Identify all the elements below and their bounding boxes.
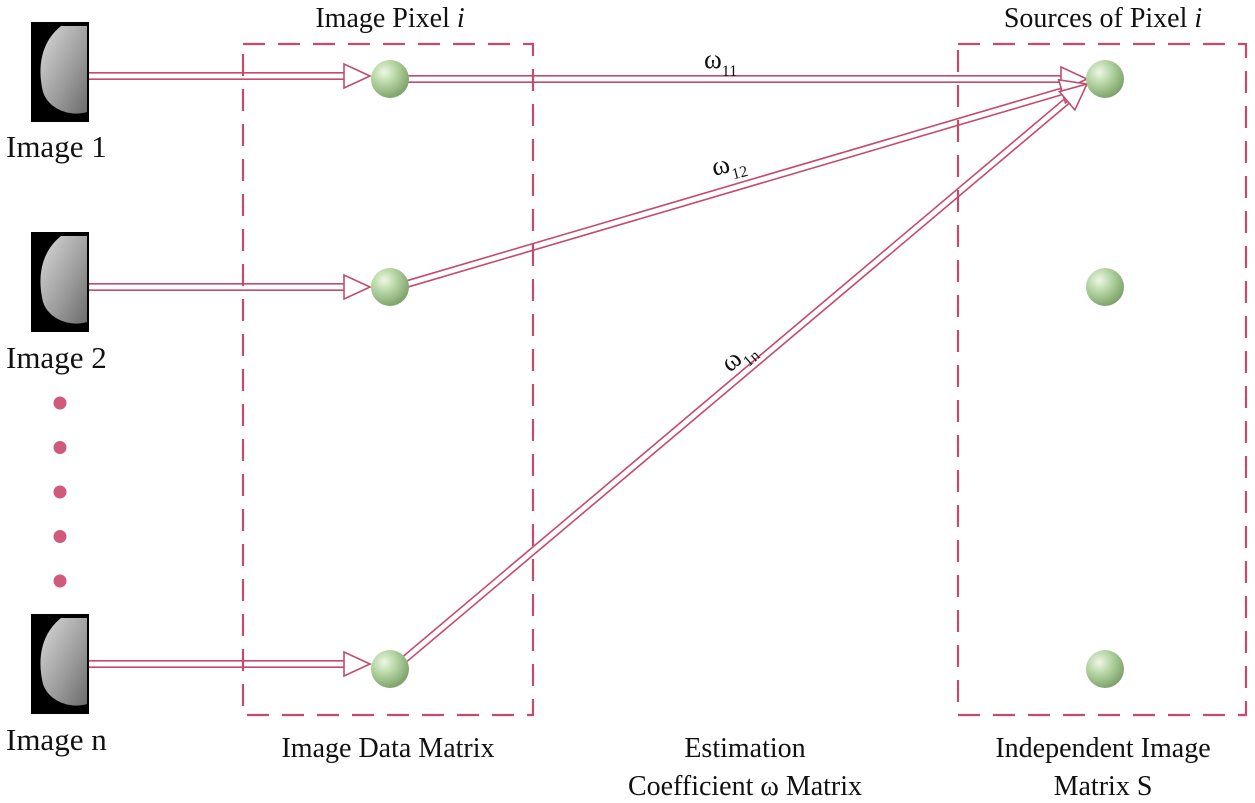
ellipsis-dot [53, 396, 67, 410]
independent-image-matrix-frame [956, 42, 1248, 717]
arrow-image2-to-pixel2 [89, 273, 372, 301]
image-pixel-header: Image Pixel i [315, 3, 464, 34]
arrow-imagen-to-pixeln [89, 650, 372, 678]
input-label-2: Image 2 [6, 340, 107, 375]
ellipsis-dot [53, 485, 67, 499]
source-node-n [1086, 650, 1124, 688]
pixel-node-2 [371, 268, 409, 306]
estimation-label-line1: Estimation [684, 733, 805, 764]
source-node-1 [1086, 60, 1124, 98]
mammogram-thumbnail-2 [31, 232, 89, 332]
pixel-node-1 [371, 60, 409, 98]
arrow-weight-1n [402, 82, 1089, 663]
estimation-label-line2: Coefficient ω Matrix [628, 771, 862, 802]
input-label-n: Image n [6, 722, 107, 757]
sources-header: Sources of Pixel i [1004, 3, 1202, 34]
ellipsis-dot [53, 530, 67, 543]
mammogram-thumbnail-n [31, 614, 89, 714]
input-label-1: Image 1 [6, 129, 107, 164]
ellipsis-dots [53, 396, 67, 588]
weight-label-11: ω11 [704, 44, 737, 80]
pixel-node-n [371, 650, 409, 688]
independent-matrix-label-line1: Independent Image [995, 733, 1210, 764]
ellipsis-dot [53, 441, 67, 454]
arrow-weight-11 [405, 65, 1089, 93]
arrow-weight-12 [405, 78, 1089, 288]
weight-label-1n: ω1n [714, 333, 763, 382]
independent-matrix-label-line2: Matrix S [1054, 771, 1153, 802]
arrow-image1-to-pixel1 [89, 62, 372, 90]
ellipsis-dot [53, 574, 67, 588]
image-data-matrix-frame [241, 42, 535, 717]
source-node-2 [1086, 268, 1124, 306]
mammogram-thumbnail-1 [31, 22, 89, 122]
image-data-matrix-label: Image Data Matrix [281, 733, 494, 764]
connector-arrows [89, 62, 1089, 678]
